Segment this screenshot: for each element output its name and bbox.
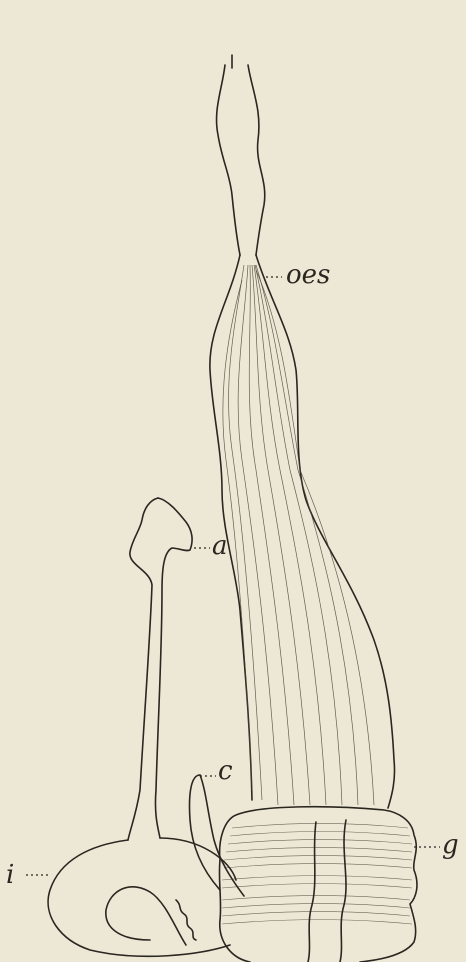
gizzard-outline [219,807,417,962]
crop-left-outline [210,255,252,800]
label-c: c [218,758,233,784]
crop-right-outline [256,255,395,808]
intestine-loop-inner [106,838,236,940]
gizzard-bands [222,824,412,925]
appendage-a-inner [155,498,192,838]
label-oes: oes [286,262,330,288]
gizzard-right-groove [340,820,346,962]
label-i: i [6,862,14,888]
esophagus-upper-left-outline [217,65,240,255]
label-g: g [442,832,459,858]
appendage-a-outline [128,498,158,840]
gizzard-left-groove [308,822,316,962]
intestine-loop-cross [150,892,186,945]
longitudinal-fibers [223,265,374,805]
esophagus-upper-right-outline [248,65,265,255]
label-a: a [212,533,228,559]
